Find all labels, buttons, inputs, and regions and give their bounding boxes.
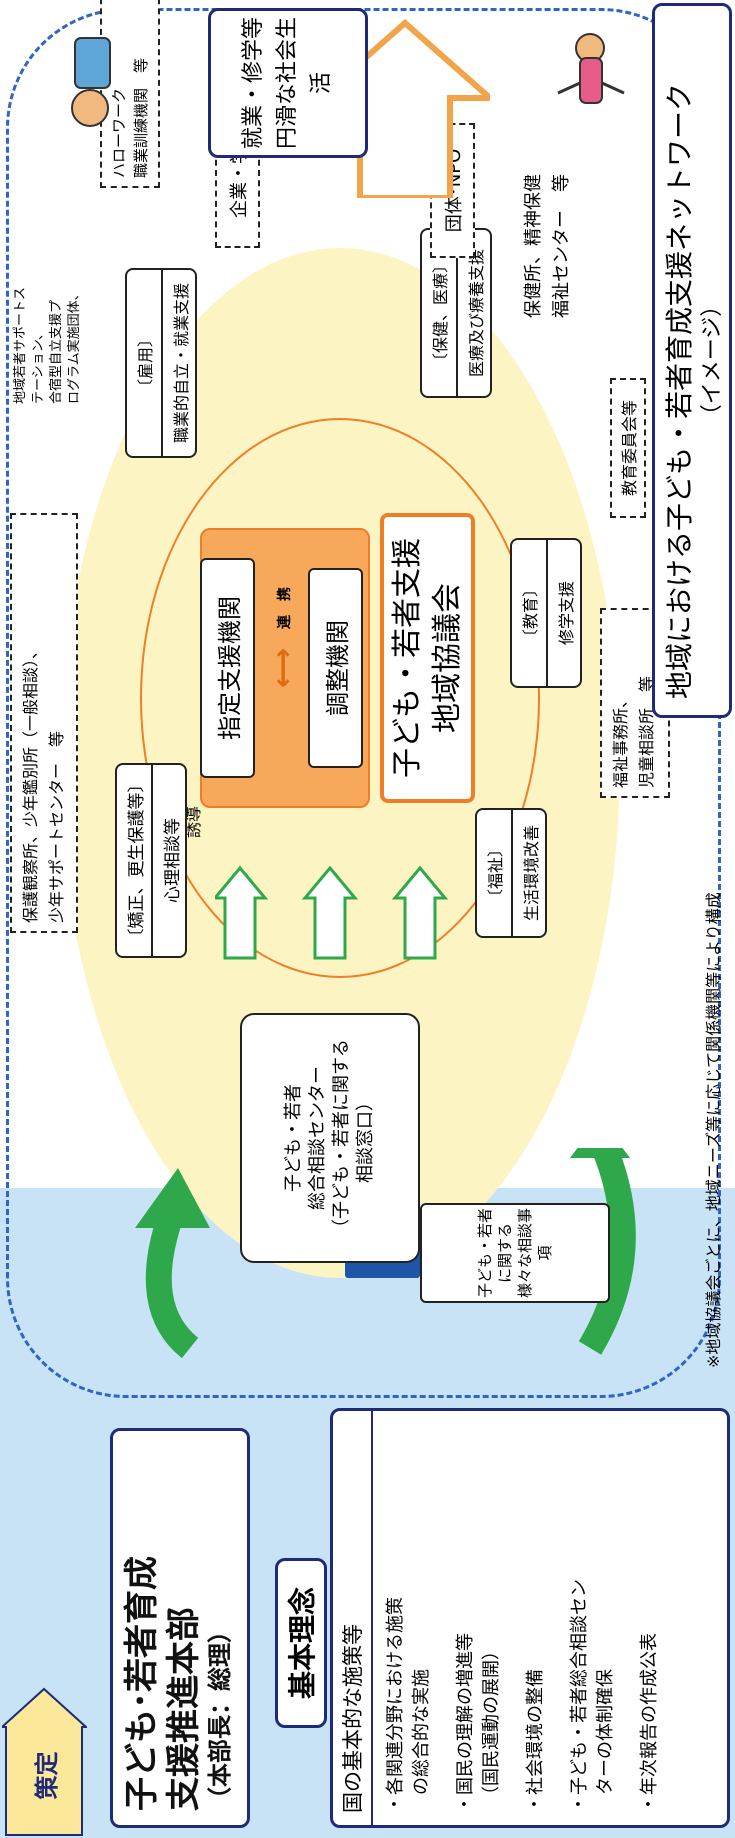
employment-label: 〔雇用〕 bbox=[127, 270, 163, 456]
correction-text: 心理相談等 bbox=[162, 818, 183, 903]
policy-item-comprehensive: ・各関連分野における施策 の総合的な実施 bbox=[385, 1597, 432, 1813]
hq-subtitle: （本部長：総理） bbox=[206, 1619, 234, 1811]
welfare-label: 〔福祉〕 bbox=[477, 810, 513, 936]
green-curved-arrow-upper bbox=[145, 1213, 199, 1359]
guide-arrow-3 bbox=[391, 865, 449, 960]
core-link-arrow: ⟷ bbox=[265, 647, 299, 689]
consult-items-box: 子ども・若者に関する 様々な相談事項 bbox=[420, 1203, 610, 1303]
cheering-person-arm-1 bbox=[557, 81, 581, 95]
hq-title: 子ども･若者育成 支援推進本部 bbox=[122, 1556, 204, 1811]
decide-label: 策定 bbox=[32, 1751, 61, 1800]
policy-item-understanding: ・国民の理解の増進等 （国民運動の展開） bbox=[455, 1633, 502, 1813]
policy-item-center: ・子ども・若者総合相談セン ターの体制確保 bbox=[569, 1579, 616, 1813]
correction-label: 〔矯正、更生保護等〕 bbox=[117, 765, 153, 956]
guide-arrows bbox=[215, 865, 449, 960]
worker-illustration bbox=[71, 37, 111, 127]
network-subtitle: （イメージ） bbox=[700, 294, 725, 427]
consult-center-box: 子ども・若者 総合相談センター （子ども・若者に関する 相談窓口） bbox=[240, 1013, 420, 1263]
basic-principle-box: 基本理念 bbox=[275, 1558, 327, 1728]
cheering-person-illustration bbox=[557, 33, 625, 104]
green-curved-arrow-upper-head bbox=[135, 1168, 210, 1228]
core-link-label: 連 携 bbox=[277, 587, 293, 629]
cheering-person-arm-2 bbox=[601, 81, 625, 95]
education-org-box: 教育委員会等 bbox=[610, 378, 646, 518]
footnote: ※地域協議会ごとに、地域ニーズ等に応じて関係機関等により構成 bbox=[704, 892, 723, 1368]
employment-org-note: 地域若者サポートス テーション、 合宿型自立支援プ ログラム実施団体、 bbox=[13, 286, 82, 404]
network-title-box: 地域における子ども・若者育成支援ネットワーク （イメージ） bbox=[652, 3, 732, 718]
education-label: 〔教育〕 bbox=[512, 540, 548, 686]
welfare-box: 〔福祉〕 生活環境改善 bbox=[475, 808, 547, 938]
decide-arrow bbox=[2, 1687, 87, 1836]
basic-principle: 基本理念 bbox=[286, 1587, 319, 1700]
basic-policy-panel: 国の基本的な施策等 ・各関連分野における施策 の総合的な実施 ・国民の理解の増進… bbox=[330, 1408, 730, 1828]
core-coordinating-box: 調整機関 bbox=[308, 568, 363, 768]
guide-arrow-1 bbox=[215, 865, 269, 960]
basic-policy-title: 国の基本的な施策等 bbox=[333, 1411, 373, 1825]
decide-arrow-shape bbox=[2, 1687, 87, 1836]
network-title: 地域における子ども・若者育成支援ネットワーク bbox=[663, 82, 696, 699]
policy-item-environment: ・社会環境の整備 bbox=[525, 1669, 546, 1813]
worker-head bbox=[71, 89, 109, 127]
cheering-person-body bbox=[579, 57, 603, 104]
employment-text: 職業的自立・就業支援 bbox=[172, 283, 191, 444]
green-curved-arrow-lower-head bbox=[570, 1148, 630, 1158]
policy-list: ・各関連分野における施策 の総合的な実施 ・国民の理解の増進等 （国民運動の展開… bbox=[373, 1411, 673, 1825]
core-coordinating: 調整機関 bbox=[324, 620, 352, 716]
employment-box: 〔雇用〕 職業的自立・就業支援 bbox=[125, 268, 197, 458]
education-box: 〔教育〕 修学支援 bbox=[510, 538, 582, 688]
hq-box: 子ども･若者育成 支援推進本部 （本部長：総理） bbox=[110, 1428, 250, 1828]
policy-item-report: ・年次報告の作成公表 bbox=[639, 1633, 660, 1813]
core-designated-box: 指定支援機関 bbox=[200, 558, 255, 778]
education-text: 修学支援 bbox=[557, 581, 576, 646]
worker-body bbox=[74, 37, 111, 89]
council-box: 子ども・若者支援 地域協議会 bbox=[380, 513, 475, 803]
correction-org-box: 保護観察所、少年鑑別所（一般相談）、 少年サポートセンター 等 bbox=[10, 513, 78, 933]
guide-arrow-2 bbox=[301, 865, 359, 960]
core-designated: 指定支援機関 bbox=[216, 596, 244, 740]
correction-box: 〔矯正、更生保護等〕 心理相談等 bbox=[115, 763, 187, 958]
green-curved-arrows bbox=[135, 1148, 636, 1359]
green-curved-arrow-lower bbox=[578, 1148, 636, 1355]
goal-box: 就業・修学等 円滑な社会生活 bbox=[208, 8, 368, 158]
welfare-text: 生活環境改善 bbox=[522, 825, 541, 922]
